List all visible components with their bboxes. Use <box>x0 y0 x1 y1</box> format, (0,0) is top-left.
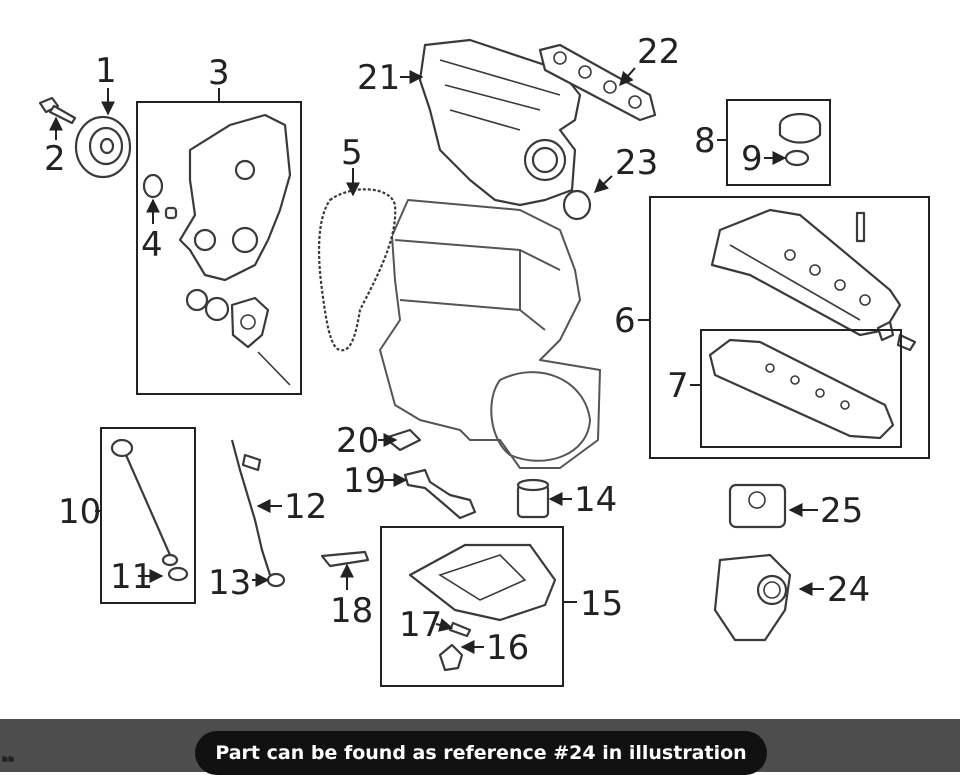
callout-7: 7 <box>667 366 689 406</box>
brand-logo-fragment: ❝ <box>0 756 16 772</box>
callout-22: 22 <box>637 32 680 72</box>
oil-filler-cap-part <box>778 112 822 167</box>
oil-pan-group-box <box>380 526 564 687</box>
callout-18: 18 <box>330 591 373 631</box>
callout-15: 15 <box>580 584 623 624</box>
callout-2: 2 <box>44 139 66 179</box>
valve-cover-gasket-box <box>700 329 902 448</box>
timing-chain-part <box>317 188 397 352</box>
callout-24: 24 <box>827 570 870 610</box>
callout-13: 13 <box>208 563 251 603</box>
callout-3: 3 <box>208 53 230 93</box>
callout-19: 19 <box>343 461 386 501</box>
callout-23: 23 <box>615 143 658 183</box>
callout-11: 11 <box>110 557 153 597</box>
throttle-body-part <box>713 553 792 642</box>
oil-pickup-tube-part <box>403 468 477 520</box>
dipstick-group-box <box>100 427 196 604</box>
callout-labels: 1 2 3 4 5 6 7 8 9 10 11 12 13 14 15 16 1… <box>44 32 870 668</box>
manifold-gasket-part <box>538 43 657 122</box>
valve-cover-part <box>710 208 917 352</box>
callout-17: 17 <box>399 605 442 645</box>
callout-16: 16 <box>486 628 529 668</box>
callout-20: 20 <box>336 421 379 461</box>
callout-10: 10 <box>58 492 101 532</box>
valve-cover-gasket-part <box>708 338 895 440</box>
timing-cover-part <box>178 113 292 386</box>
callout-14: 14 <box>574 480 617 520</box>
intake-manifold-part <box>418 38 582 207</box>
reference-banner: Part can be found as reference #24 in il… <box>195 731 767 775</box>
crank-pulley-part <box>74 115 132 179</box>
callout-5: 5 <box>341 133 363 173</box>
callout-6: 6 <box>614 301 636 341</box>
throttle-oring-part <box>562 189 592 221</box>
valve-cover-group-box <box>649 196 930 459</box>
filler-cap-group-box <box>726 99 831 186</box>
engine-block-outline <box>379 199 601 469</box>
dipstick-tube-part <box>230 439 286 588</box>
callout-8: 8 <box>694 121 716 161</box>
callout-1: 1 <box>95 51 117 91</box>
oil-seal-part <box>142 173 178 220</box>
callout-25: 25 <box>820 491 863 531</box>
oil-cooler-part <box>728 483 787 529</box>
pulley-bolt-part <box>38 96 77 125</box>
baffle-plate-part <box>320 550 370 568</box>
oil-pan-part <box>408 543 557 672</box>
oil-filter-part <box>516 478 550 519</box>
callout-12: 12 <box>284 487 327 527</box>
callout-leaders <box>49 67 824 654</box>
callout-4: 4 <box>141 225 163 265</box>
callout-9: 9 <box>741 139 763 179</box>
callout-21: 21 <box>357 58 400 98</box>
dipstick-part <box>110 438 189 582</box>
